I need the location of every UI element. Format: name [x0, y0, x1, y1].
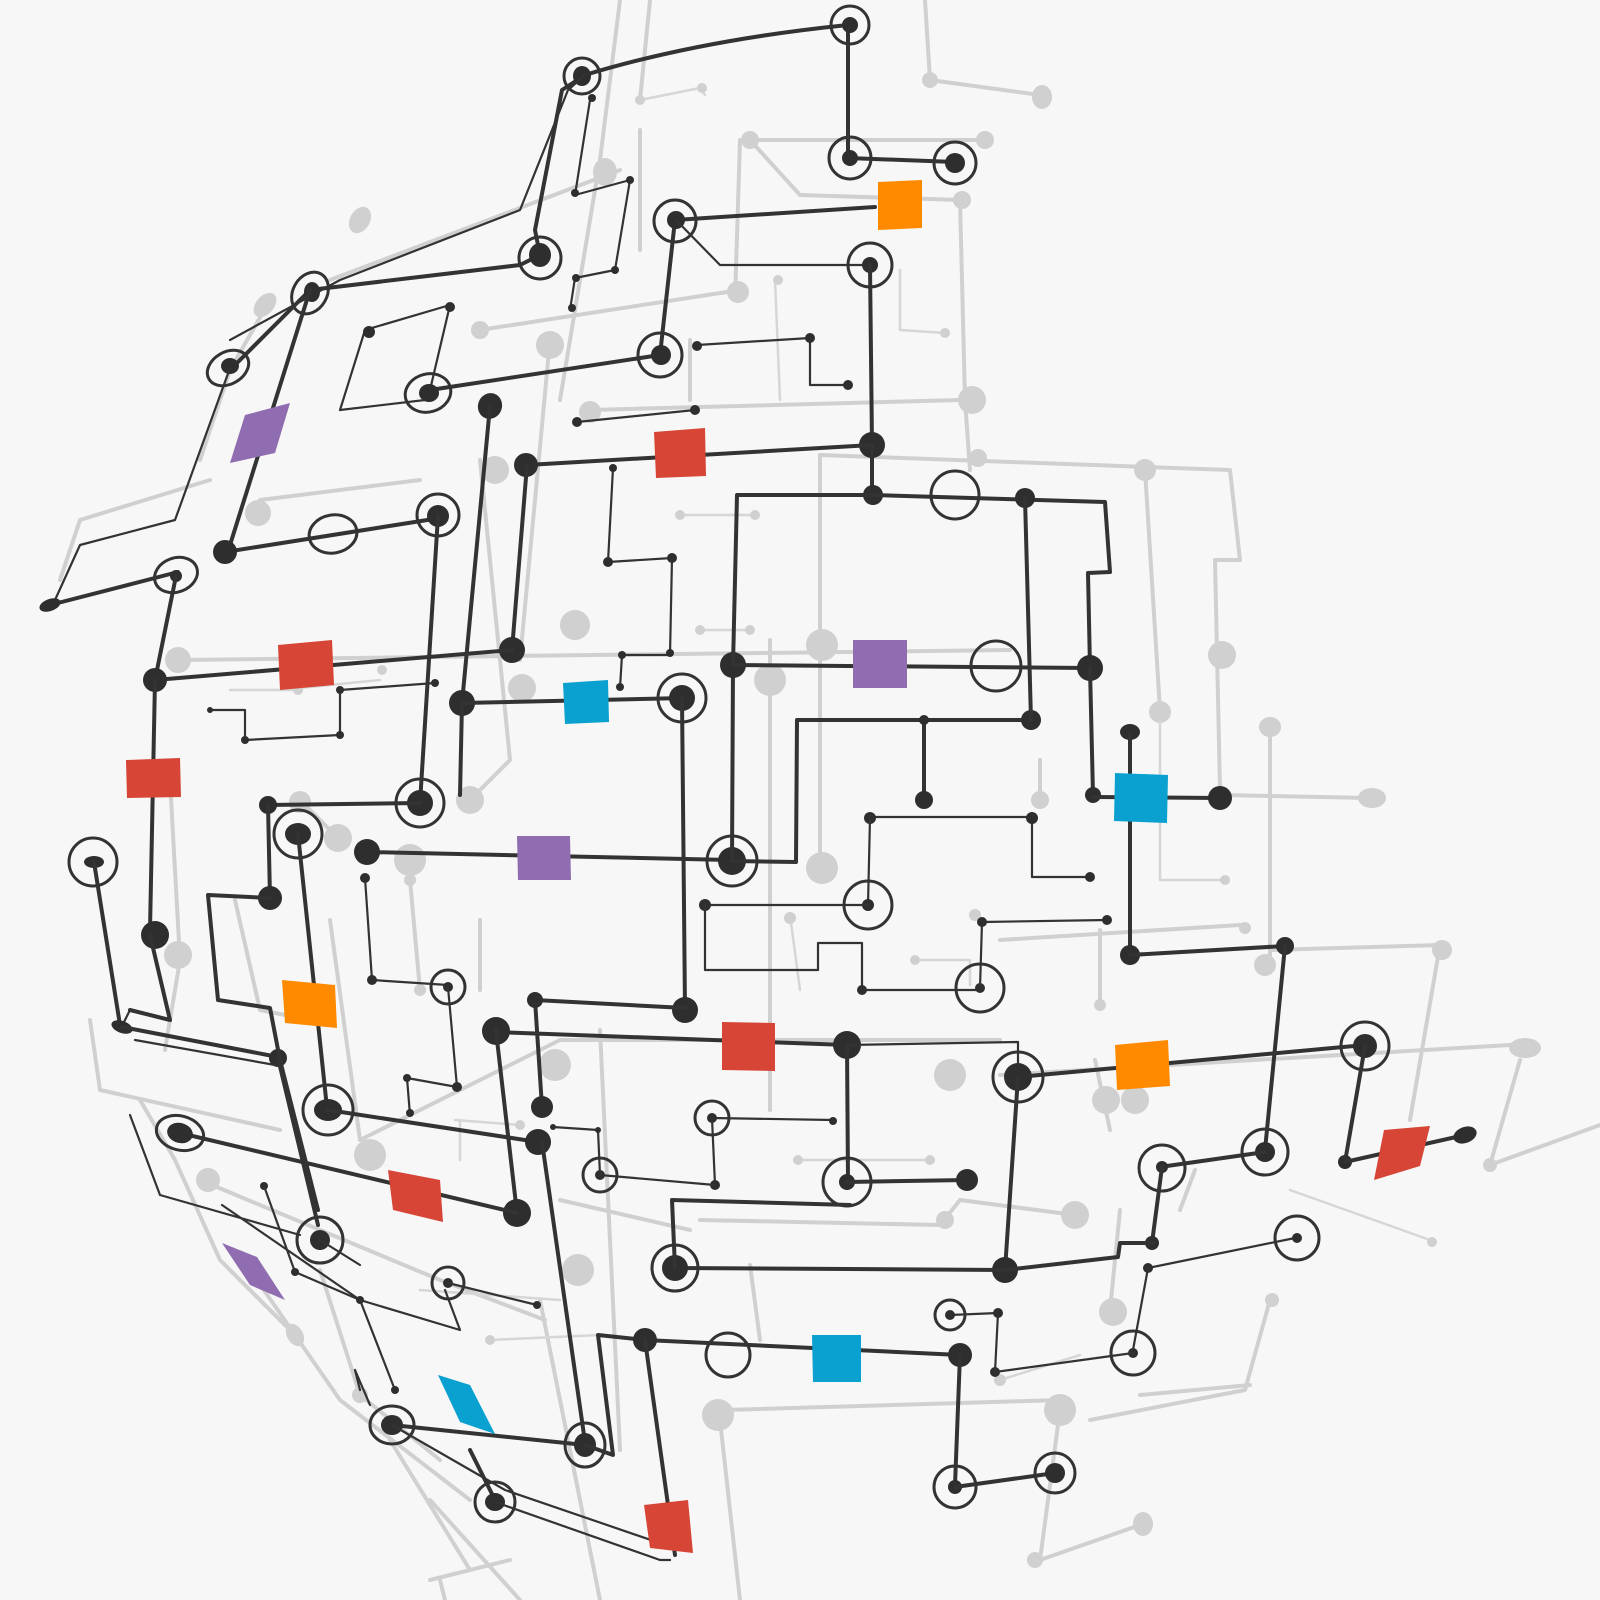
blue-block	[563, 680, 609, 724]
red-block	[654, 428, 706, 478]
purple-block	[853, 640, 907, 688]
orange-block	[282, 980, 337, 1028]
red-block	[722, 1022, 775, 1071]
red-block	[1374, 1126, 1430, 1180]
blue-block	[1114, 773, 1168, 823]
blue-block	[438, 1375, 495, 1434]
color-blocks	[126, 180, 1430, 1553]
foreground-network	[39, 4, 1477, 1562]
red-block	[388, 1170, 443, 1222]
red-block	[278, 640, 334, 690]
blue-block	[812, 1335, 861, 1382]
red-block	[644, 1500, 693, 1553]
orange-block	[878, 180, 922, 230]
purple-block	[222, 1243, 285, 1300]
red-block	[126, 758, 181, 798]
purple-block	[517, 836, 571, 880]
orange-block	[1115, 1040, 1170, 1090]
purple-block	[230, 403, 290, 463]
